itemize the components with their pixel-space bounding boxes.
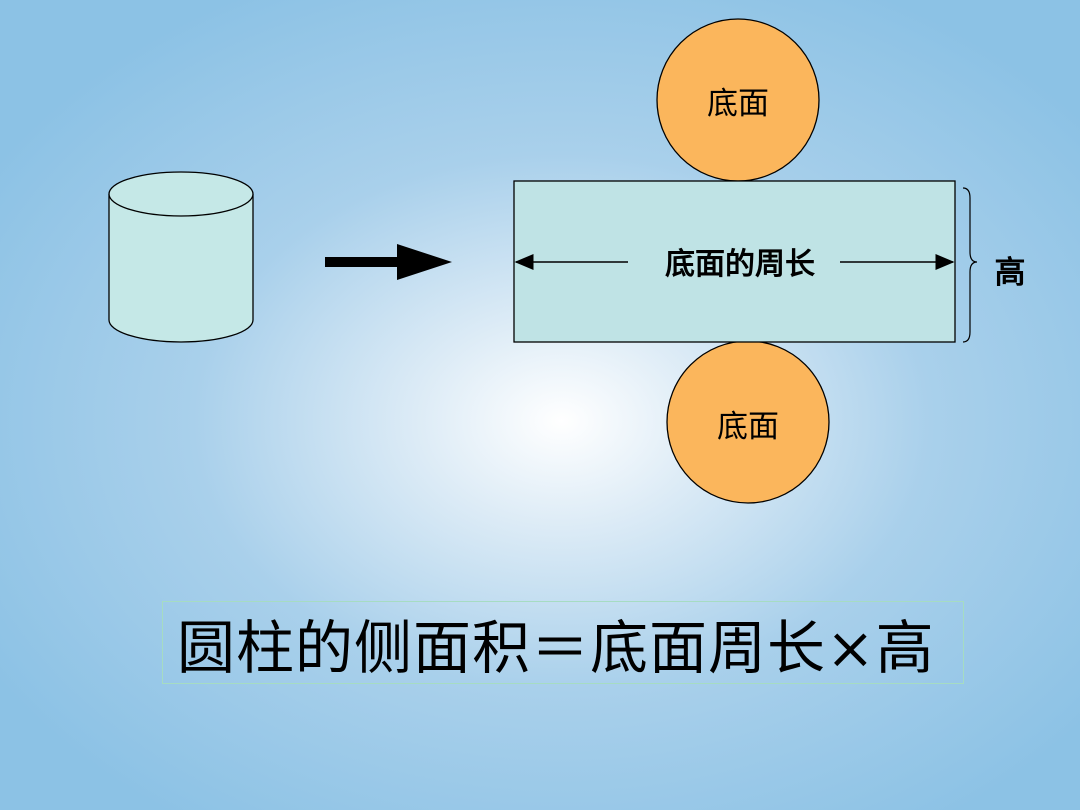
perimeter-label: 底面的周长 [665, 247, 815, 282]
bottom-circle-label: 底面 [717, 409, 779, 445]
height-brace: 高 [962, 187, 1026, 343]
formula-box: 圆柱的侧面积＝底面周长×高 [162, 601, 964, 684]
formula-text: 圆柱的侧面积＝底面周长×高 [177, 613, 935, 682]
transform-arrow [325, 244, 452, 280]
cylinder-shape [108, 171, 254, 343]
top-base-circle: 底面 [656, 18, 820, 182]
top-circle-label: 底面 [707, 86, 769, 122]
lateral-surface-rectangle: 底面的周长 [513, 180, 956, 343]
height-label: 高 [995, 255, 1026, 291]
bottom-base-circle: 底面 [666, 340, 830, 504]
